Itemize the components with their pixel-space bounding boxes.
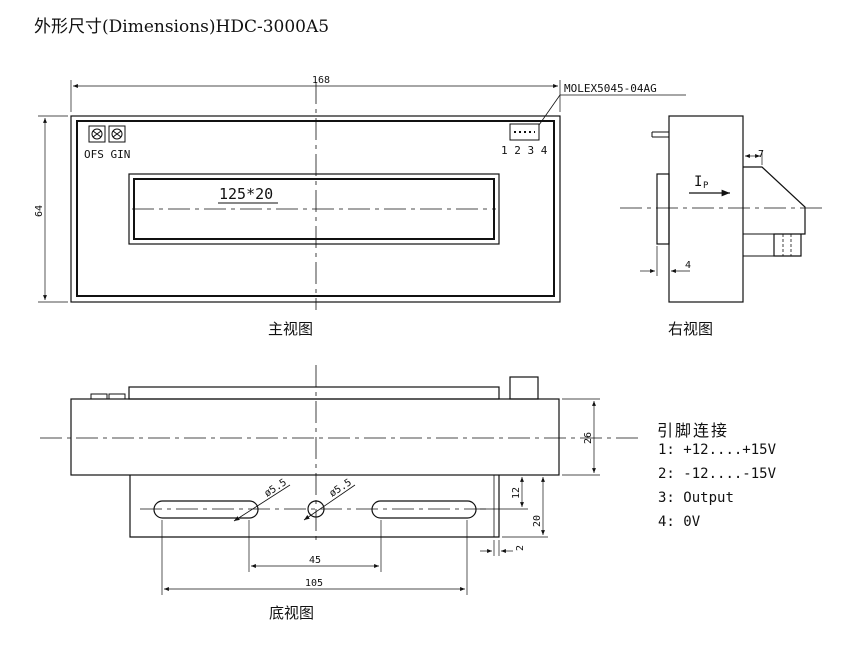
bottom-body xyxy=(70,398,560,476)
dim-26: 26 xyxy=(583,432,594,444)
pin-number: 3: xyxy=(658,490,675,506)
gin-pot xyxy=(108,125,126,143)
dim-4: 4 xyxy=(685,260,691,271)
bottom-view xyxy=(40,365,640,595)
pin-row-1: 1: +12....+15V xyxy=(658,442,776,458)
dim-20: 20 xyxy=(532,515,543,527)
right-view xyxy=(620,115,826,303)
pin-function: Output xyxy=(683,490,734,506)
current-subscript: P xyxy=(703,181,709,191)
right-body xyxy=(668,115,744,303)
pin-function: +12....+15V xyxy=(683,442,777,458)
dim-2: 2 xyxy=(515,545,526,551)
slot-right xyxy=(371,500,477,519)
display-window-outer xyxy=(128,173,500,245)
dim-45: 45 xyxy=(309,555,321,566)
current-label: I xyxy=(694,174,702,190)
front-view-caption: 主视图 xyxy=(268,320,313,338)
front-view xyxy=(38,80,686,310)
bottom-view-caption: 底视图 xyxy=(269,604,314,622)
pin-number: 2: xyxy=(658,466,675,482)
pin-row-3: 3: Output xyxy=(658,490,734,506)
hole-label-center: ø5.5 xyxy=(328,477,354,499)
slot-left xyxy=(153,500,259,519)
page-title: 外形尺寸(Dimensions)HDC-3000A5 xyxy=(34,17,330,37)
height-dimension-64: 64 xyxy=(34,205,45,217)
connector-pin-numbers: 1 2 3 4 xyxy=(501,144,548,157)
pin-function: 0V xyxy=(683,514,701,530)
pin-function: -12....-15V xyxy=(683,466,777,482)
front-inner-frame xyxy=(76,120,555,297)
hole-label-left: ø5.5 xyxy=(263,477,289,499)
pin-row-2: 2: -12....-15V xyxy=(658,466,776,482)
pin-number: 4: xyxy=(658,514,675,530)
pin-row-4: 4: 0V xyxy=(658,514,700,530)
ofs-pot xyxy=(88,125,106,143)
connector-model: MOLEX5045-04AG xyxy=(564,82,657,95)
bottom-connector xyxy=(509,376,539,400)
pinout-title: 引脚连接 xyxy=(657,421,730,440)
connector xyxy=(509,123,540,141)
dim-105: 105 xyxy=(305,578,323,589)
right-bezel xyxy=(656,173,670,245)
dim-12: 12 xyxy=(511,487,522,499)
width-dimension-168: 168 xyxy=(312,75,330,86)
pin-number: 1: xyxy=(658,442,675,458)
right-view-caption: 右视图 xyxy=(668,320,713,338)
adjust-labels: OFS GIN xyxy=(84,148,130,161)
front-outer-frame xyxy=(70,115,561,303)
dim-7: 7 xyxy=(758,149,764,160)
display-size-label: 125*20 xyxy=(219,185,273,203)
